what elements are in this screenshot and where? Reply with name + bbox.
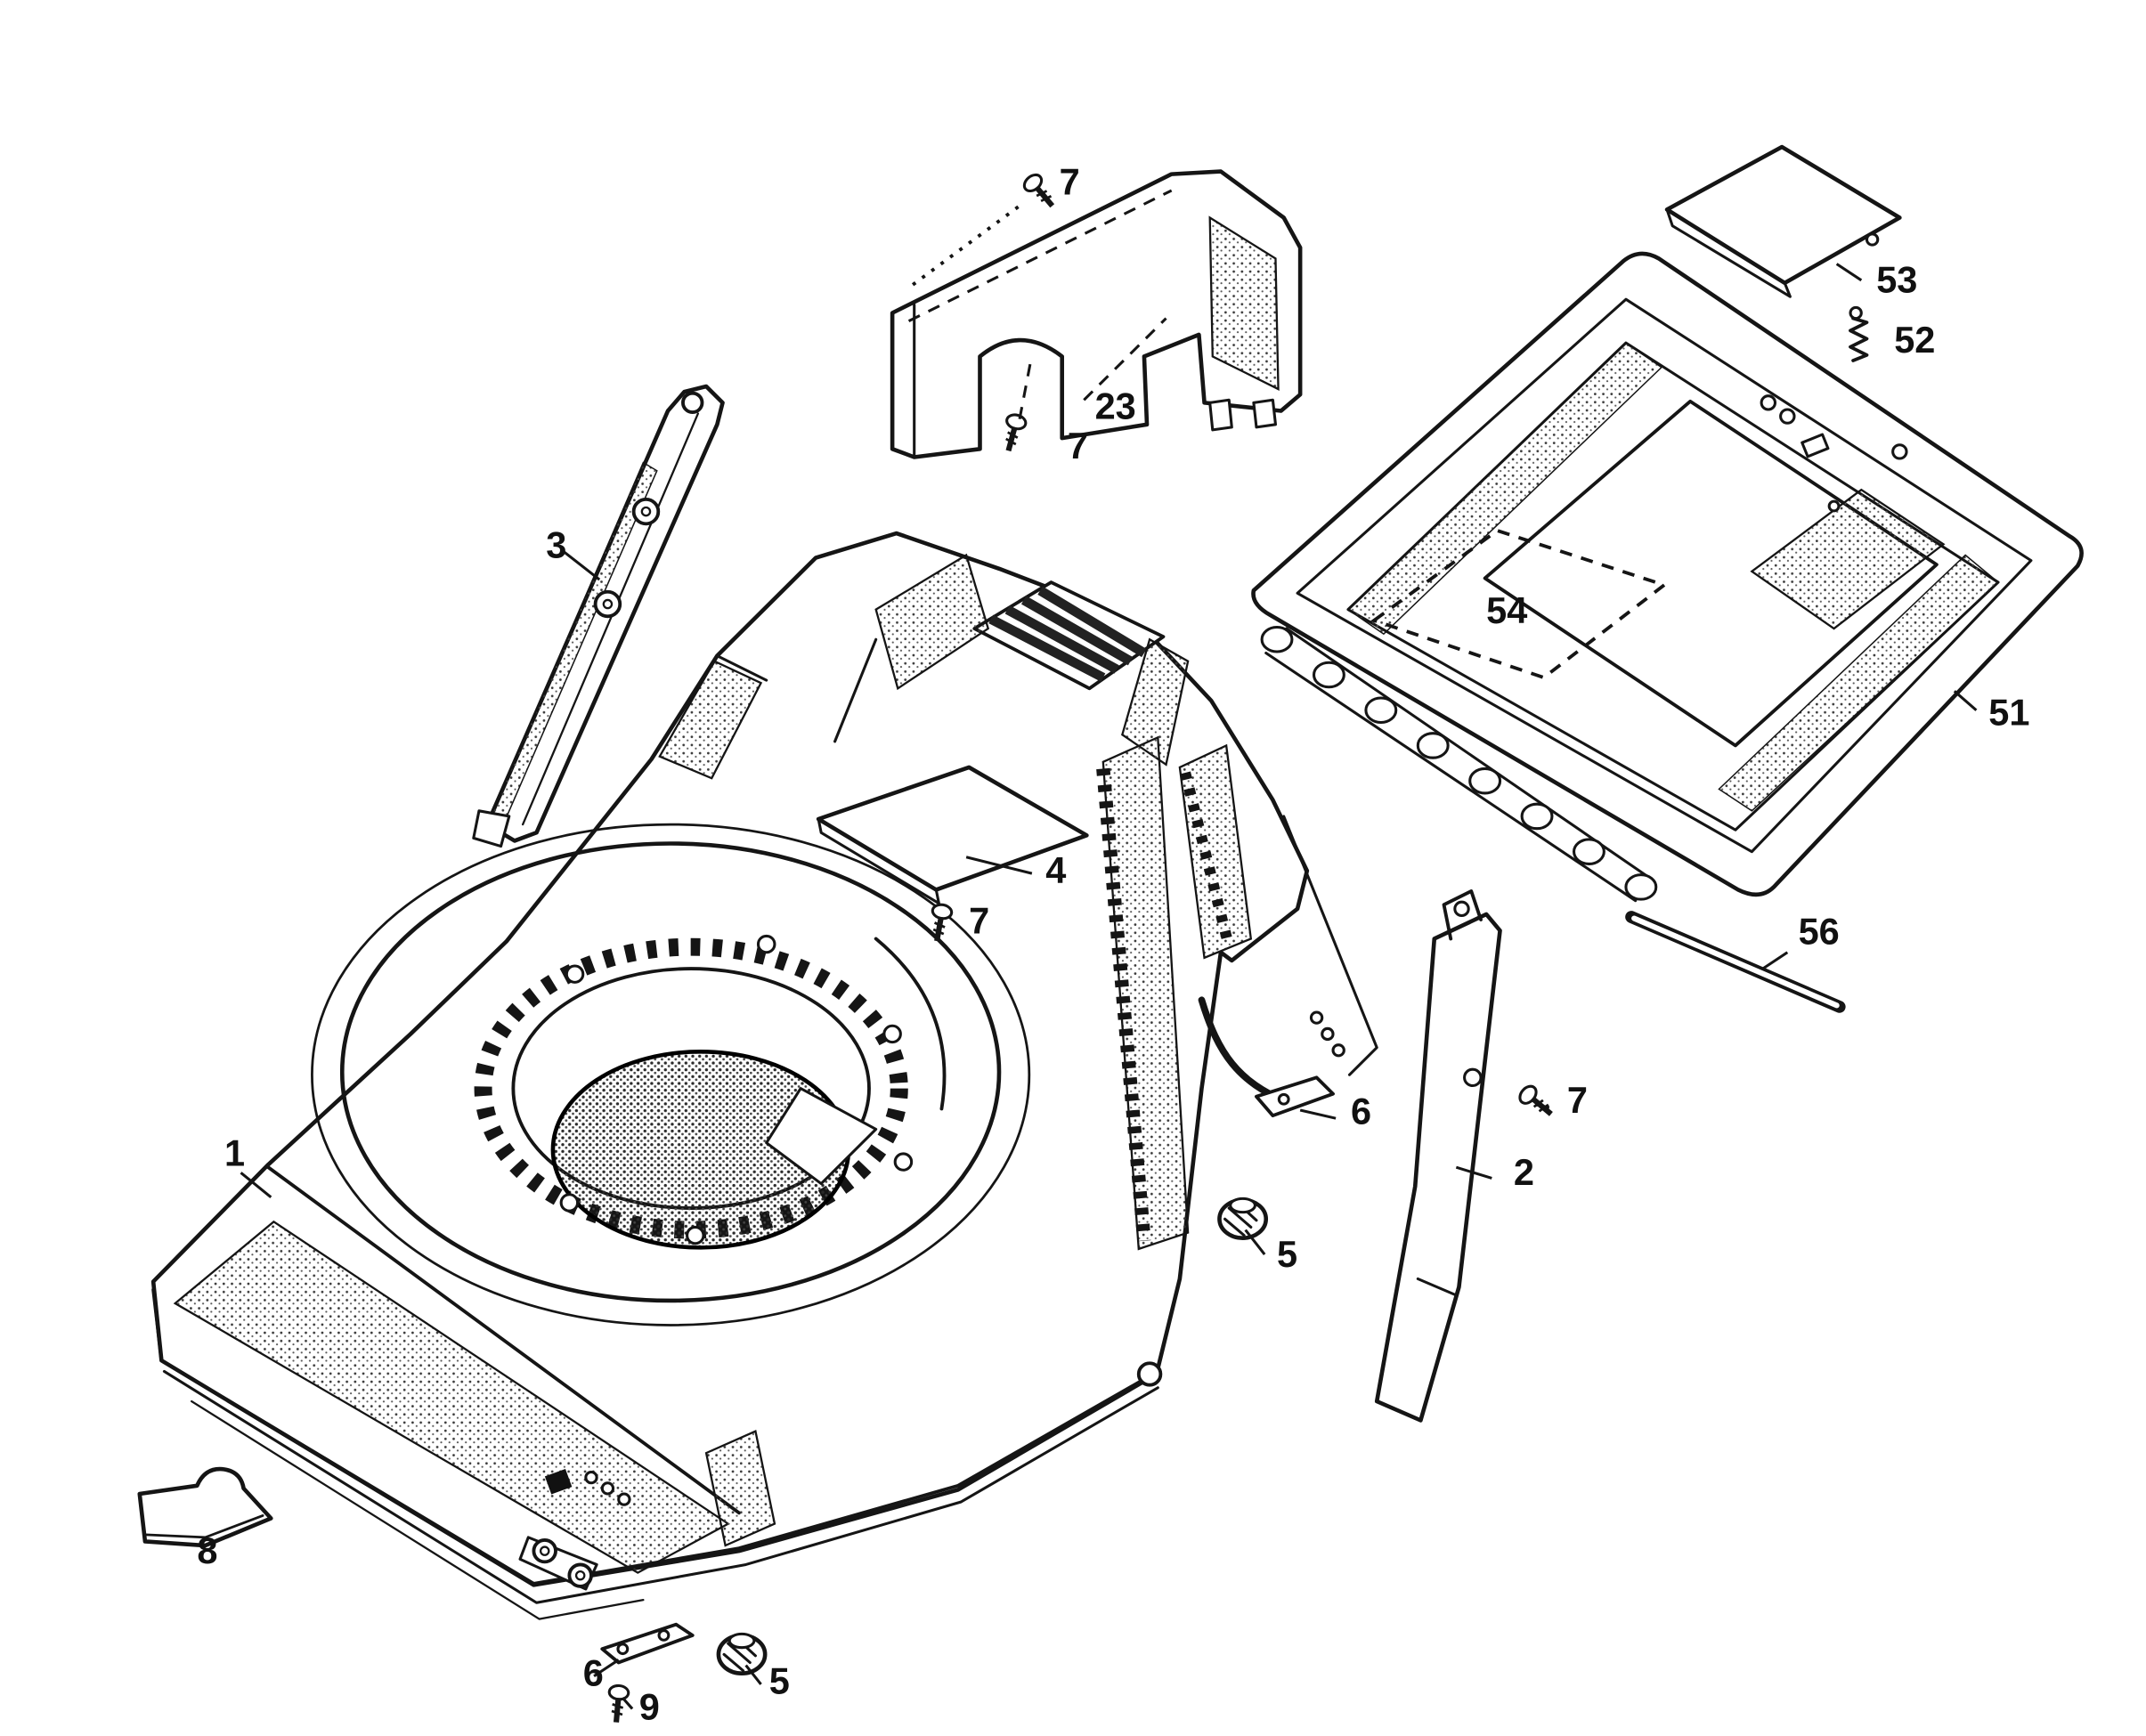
part-4-cover-plate: [816, 765, 1089, 905]
part-callout-7: 7: [1068, 426, 1088, 466]
part-3-rail: [472, 384, 725, 848]
part-51-top-cover: [1251, 251, 2084, 903]
mower-deck-housing: [150, 531, 1378, 1620]
part-callout-2: 2: [1514, 1152, 1534, 1193]
part-56-rod: [1625, 911, 1846, 1013]
part-callout-5: 5: [769, 1661, 790, 1702]
part-23-engine-cover: [890, 169, 1303, 459]
part-callout-52: 52: [1894, 320, 1935, 361]
part-callout-56: 56: [1799, 912, 1840, 953]
part-6-bracket-right: [1255, 1075, 1335, 1118]
part-callout-1: 1: [224, 1133, 245, 1174]
part-callout-8: 8: [197, 1530, 217, 1571]
part-callout-7: 7: [1567, 1080, 1588, 1121]
part-callout-4: 4: [1045, 850, 1066, 891]
leader-lines: [240, 205, 1978, 1710]
part-callout-7: 7: [1060, 162, 1080, 203]
part-53-lid: [1664, 144, 1902, 298]
part-callout-54: 54: [1486, 590, 1527, 631]
part-7-screw-top: [1021, 172, 1060, 212]
part-7-screw-mid: [999, 413, 1028, 453]
part-5-bushing-right: [1217, 1197, 1269, 1240]
part-7-screw-right: [1516, 1083, 1557, 1122]
part-callout-6: 6: [583, 1653, 604, 1694]
part-callout-53: 53: [1876, 260, 1917, 301]
hinge-cylinder-row: [1260, 625, 1658, 903]
part-callout-5: 5: [1277, 1234, 1297, 1275]
part-callout-3: 3: [546, 525, 566, 566]
part-callout-7: 7: [969, 900, 989, 941]
part-5-bushing-bottom: [716, 1632, 768, 1675]
part-52-spring: [1849, 305, 1869, 362]
part-callout-6: 6: [1351, 1091, 1371, 1132]
part-9-screw: [606, 1685, 629, 1724]
part-callout-9: 9: [639, 1687, 660, 1728]
part-callout-23: 23: [1095, 386, 1136, 427]
part-6-bracket-bottom: [600, 1622, 695, 1665]
part-8-skid-plate: [137, 1466, 273, 1548]
part-2-bracket: [1374, 889, 1502, 1423]
part-callout-51: 51: [1988, 693, 2029, 734]
